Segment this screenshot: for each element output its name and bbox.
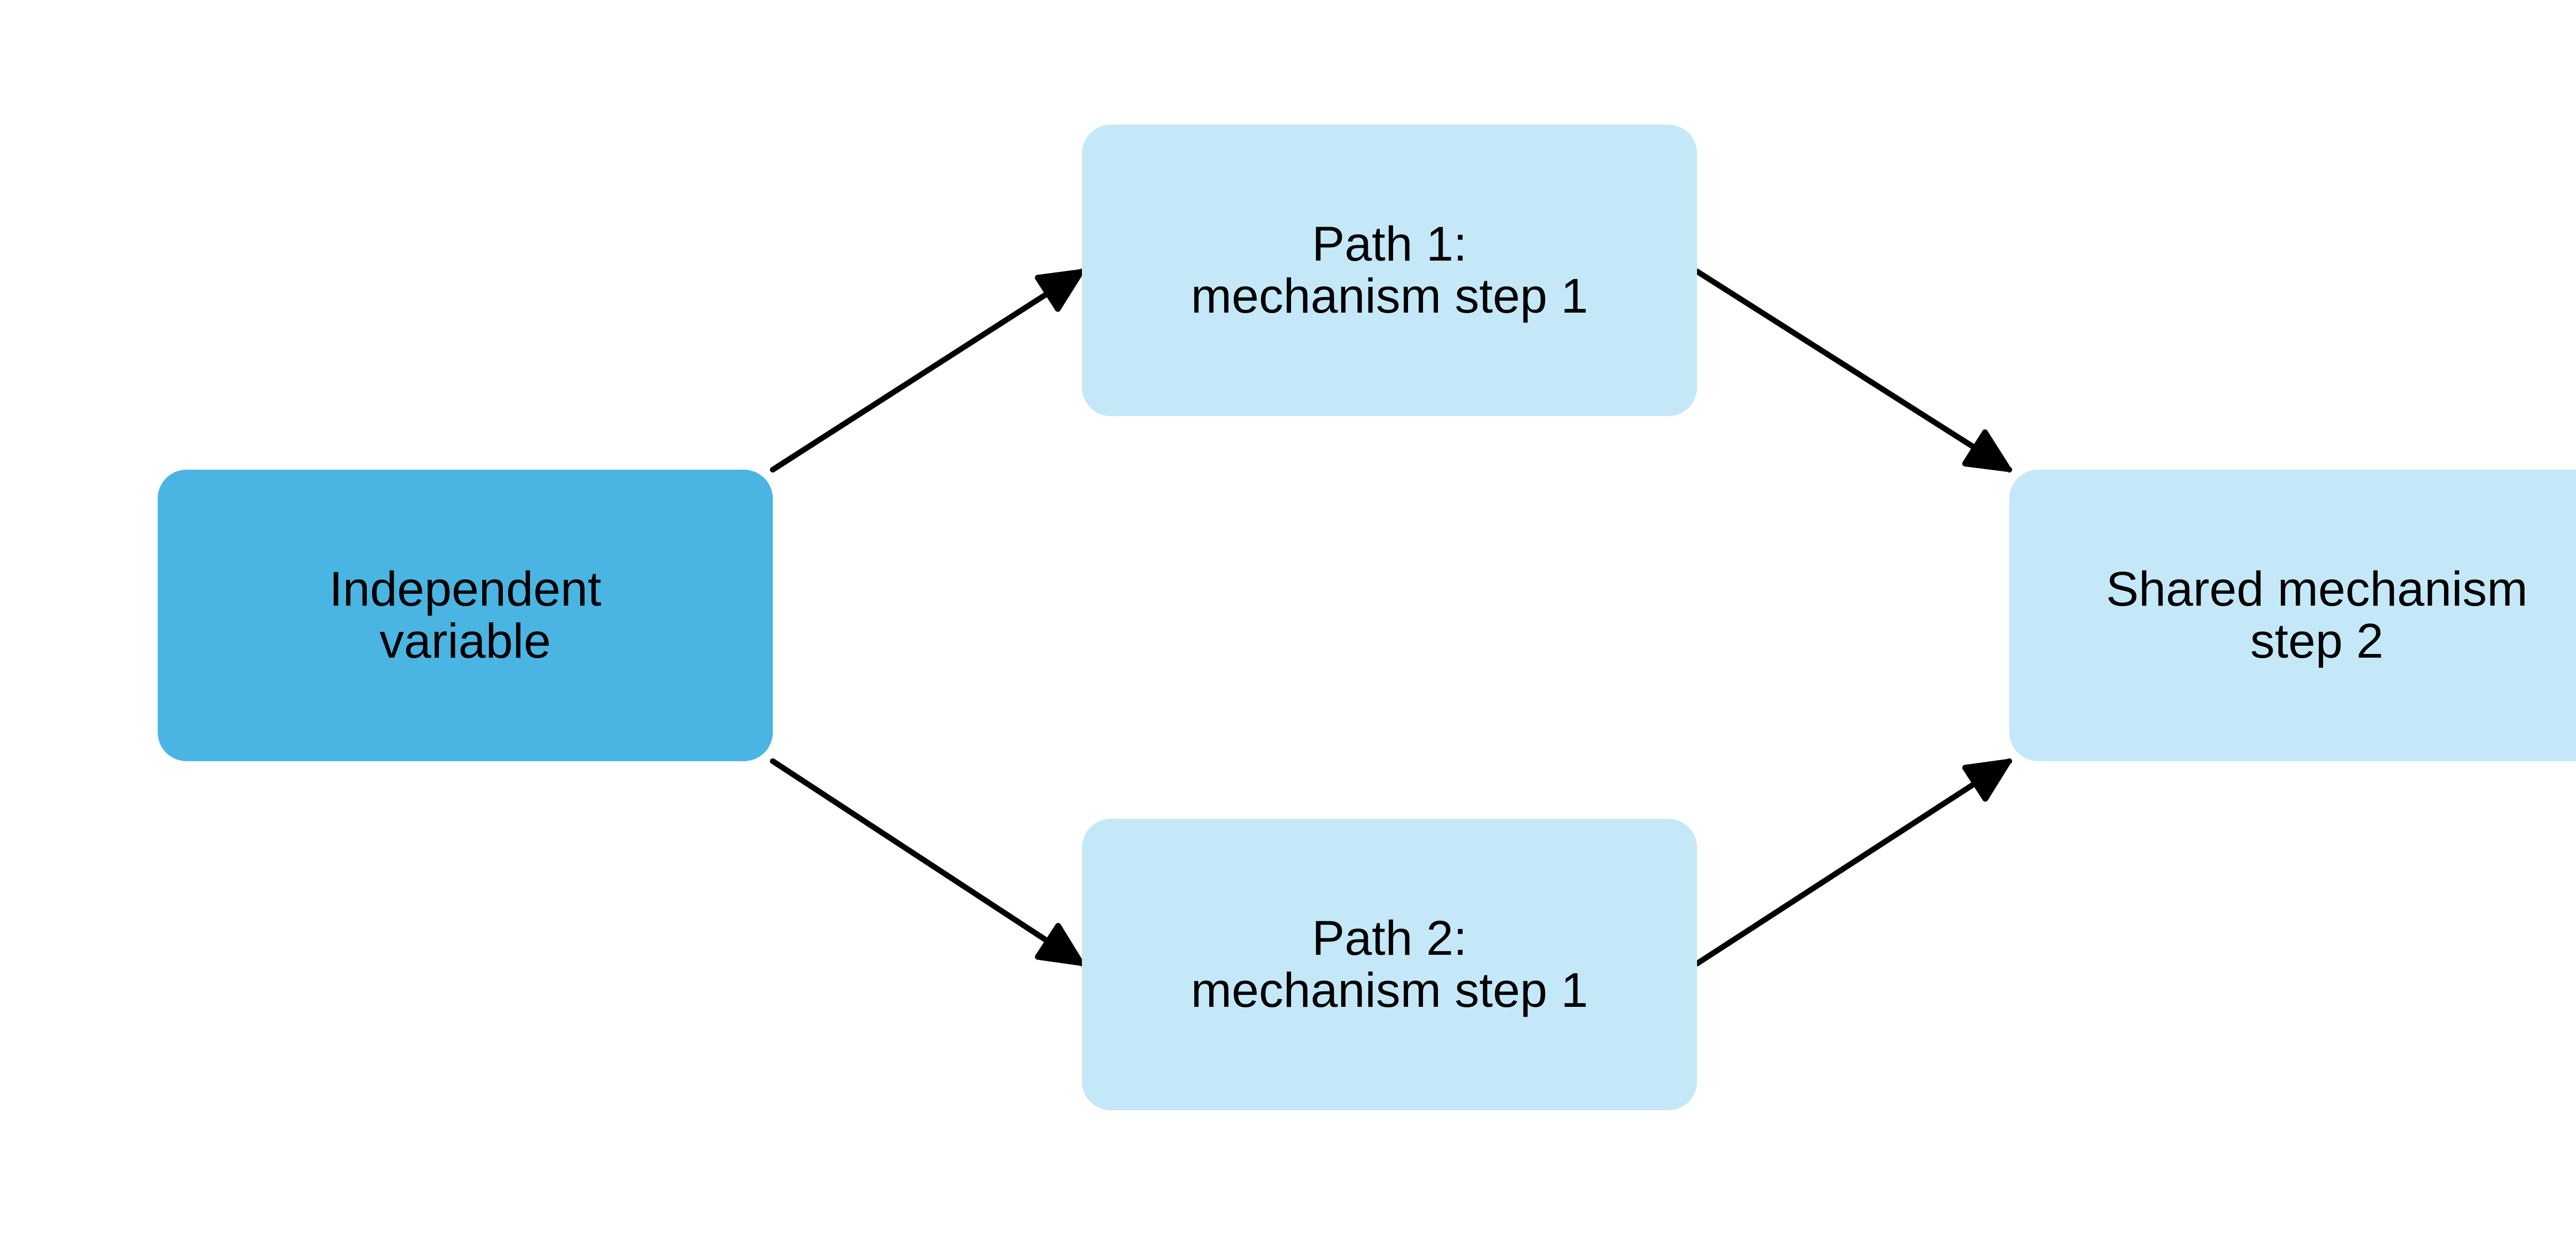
node-label-line: variable bbox=[379, 614, 551, 668]
node-label-line: Path 2: bbox=[1312, 911, 1467, 966]
node-label-line: Independent bbox=[329, 562, 602, 617]
edge-path2-to-shared bbox=[1694, 758, 2012, 967]
edge-path1-to-shared bbox=[1694, 268, 2012, 473]
node-label-line: Shared mechanism bbox=[2106, 562, 2528, 617]
node-path2-mechanism-step1: Path 2: mechanism step 1 bbox=[1082, 819, 1697, 1110]
node-label-line: Path 1: bbox=[1312, 217, 1467, 272]
node-path1-mechanism-step1: Path 1: mechanism step 1 bbox=[1082, 125, 1697, 416]
node-independent-variable: Independent variable bbox=[158, 470, 773, 761]
node-label-line: mechanism step 1 bbox=[1191, 963, 1588, 1018]
node-label-line: mechanism step 1 bbox=[1191, 269, 1588, 323]
edge-independent-to-path2 bbox=[770, 758, 1085, 967]
edge-independent-to-path1 bbox=[770, 268, 1085, 473]
node-shared-mechanism-step2: Shared mechanism step 2 bbox=[2009, 470, 2576, 761]
node-label-line: step 2 bbox=[2250, 614, 2384, 668]
